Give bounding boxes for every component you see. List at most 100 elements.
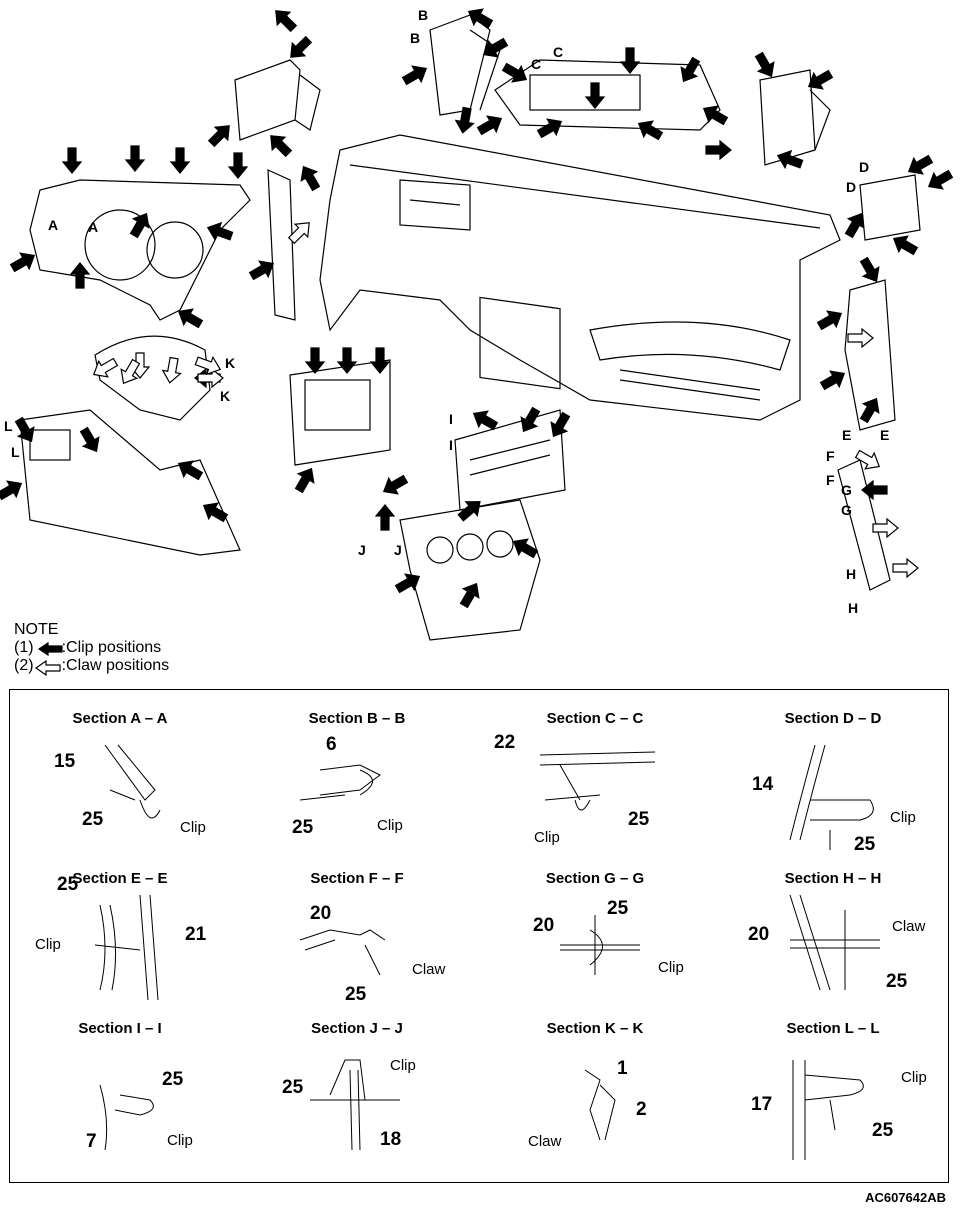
callout: 25	[886, 971, 908, 992]
callout: Claw	[892, 918, 926, 935]
callout: Clip	[658, 959, 684, 976]
clip-arrow-icon	[472, 410, 499, 431]
clip-arrow-icon	[454, 106, 475, 134]
clip-arrow-icon	[819, 370, 846, 391]
clip-arrow-icon	[457, 501, 481, 522]
clip-arrow-icon	[702, 105, 729, 126]
section-marker-label: A	[88, 219, 99, 235]
corner-panel	[837, 459, 891, 591]
callout: Clip	[167, 1132, 193, 1149]
clip-arrow-icon	[520, 406, 541, 433]
clip-arrow-icon	[892, 235, 919, 256]
section-marker-label: I	[449, 437, 453, 453]
side-panel-left	[267, 169, 296, 321]
document-id: AC607642AB	[865, 1190, 946, 1205]
filled-arrow-icon	[37, 641, 63, 657]
clip-arrow-icon	[482, 37, 509, 58]
clip-arrow-icon	[79, 426, 100, 453]
claw-arrows	[92, 222, 919, 579]
clip-arrows	[0, 8, 954, 609]
clip-arrow-icon	[680, 56, 701, 83]
clip-arrow-icon	[476, 115, 503, 136]
callout: Clip	[901, 1069, 927, 1086]
callout: 20	[748, 924, 770, 945]
section-title: Section J – J	[311, 1020, 403, 1037]
section-title: Section B – B	[308, 710, 406, 727]
clip-arrow-icon	[300, 165, 321, 192]
section-title: Section F – F	[310, 870, 404, 887]
lower-panel	[19, 409, 241, 556]
callout: Clip	[534, 829, 560, 846]
section-marker-label: E	[880, 427, 890, 443]
section-title: Section H – H	[784, 870, 882, 887]
clip-arrow-icon	[776, 149, 804, 170]
callout: Clip	[390, 1057, 416, 1074]
callout: Clip	[890, 809, 916, 826]
clip-arrow-icon	[859, 397, 880, 424]
clip-arrow-icon	[294, 467, 315, 494]
clip-arrow-icon	[401, 65, 428, 86]
section-marker-label: J	[358, 542, 366, 558]
callout: 25	[82, 809, 104, 830]
claw-arrow-icon	[847, 327, 874, 349]
section-title: Section E – E	[72, 870, 168, 887]
clip-arrow-icon	[536, 118, 563, 139]
clip-arrow-icon	[202, 502, 229, 523]
note-item-clip: (1):Clip positions	[14, 639, 162, 656]
clip-arrow-icon	[0, 480, 23, 501]
claw-arrow-icon	[872, 517, 899, 539]
meter-hood	[29, 179, 251, 321]
clip-arrow-icon	[927, 169, 954, 190]
section-title: Section G – G	[545, 870, 645, 887]
callout: 15	[54, 751, 76, 772]
clip-arrow-icon	[248, 260, 275, 281]
clip-arrow-icon	[816, 310, 843, 331]
callout: Claw	[528, 1133, 562, 1150]
section-marker-label: G	[841, 502, 852, 518]
clip-arrow-icon	[374, 504, 396, 531]
clip-arrow-icon	[61, 147, 83, 174]
clip-arrow-icon	[207, 125, 230, 148]
claw-arrow-icon	[194, 355, 222, 376]
note-title: NOTE	[14, 621, 59, 638]
callout: 17	[751, 1094, 773, 1115]
claw-arrow-icon	[197, 367, 224, 389]
clip-arrow-icon	[394, 573, 421, 594]
callout: 7	[86, 1131, 97, 1152]
section-title: Section A – A	[72, 710, 168, 727]
clip-arrow-icon	[619, 47, 641, 74]
section-marker-label: E	[842, 427, 852, 443]
center-vent-left	[234, 59, 301, 141]
section-title: Section D – D	[784, 710, 882, 727]
upper-panel	[494, 59, 721, 131]
callout: Claw	[412, 961, 446, 978]
claw-arrow-icon	[129, 352, 151, 379]
clip-arrow-icon	[459, 582, 480, 609]
callout: 18	[380, 1129, 402, 1150]
clip-arrow-icon	[129, 212, 150, 239]
callout: Clip	[180, 819, 206, 836]
outline-arrow-icon	[34, 659, 61, 677]
claw-arrow-icon	[92, 357, 119, 378]
instrument-panel	[319, 134, 841, 421]
section-title: Section I – I	[78, 1020, 162, 1037]
clip-arrow-icon	[177, 308, 204, 329]
section-marker-label: B	[410, 30, 421, 46]
clip-arrow-icon	[9, 252, 36, 273]
note: NOTE (1):Clip positions (2):Claw positio…	[14, 621, 169, 675]
section-marker-label: D	[859, 159, 870, 175]
callout: 25	[607, 898, 629, 919]
clip-arrow-icon	[637, 120, 664, 141]
center-vent-top	[429, 14, 501, 116]
clip-arrow-icon	[861, 479, 888, 501]
section-marker-label: B	[418, 7, 429, 23]
section-marker-label: C	[553, 44, 564, 60]
side-panel-right	[844, 279, 896, 431]
callout: 1	[617, 1058, 628, 1079]
clip-arrow-icon	[124, 145, 146, 172]
note-item-claw: (2):Claw positions	[14, 657, 170, 674]
clip-arrow-icon	[275, 10, 298, 33]
section-marker-label: K	[225, 355, 236, 371]
section-marker-label: H	[848, 600, 859, 616]
callout: 25	[162, 1069, 184, 1090]
